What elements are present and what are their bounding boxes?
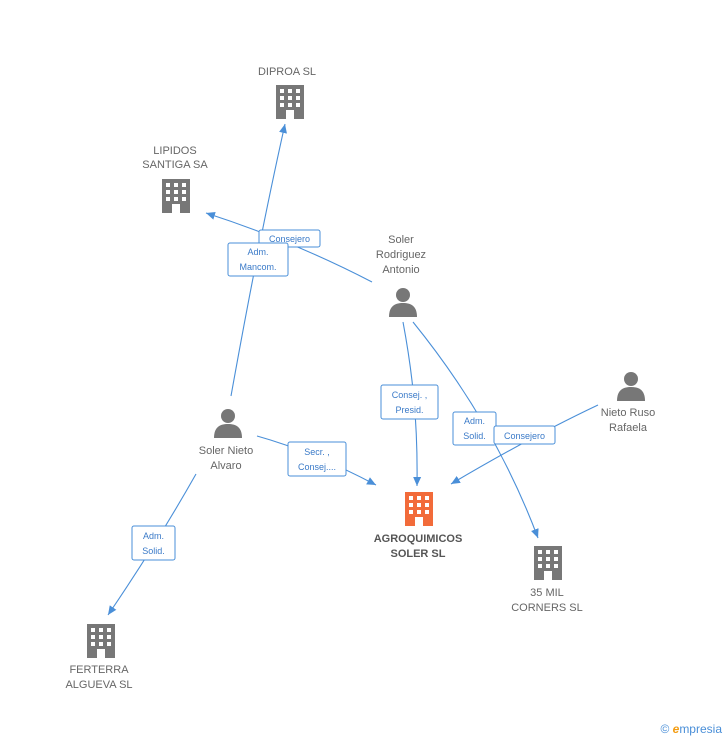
edge-label-text: Adm.: [247, 247, 268, 257]
node-diproa[interactable]: DIPROA SL: [258, 66, 316, 119]
brand-logo-e: e: [672, 722, 680, 736]
edge-label-text: Secr. ,: [304, 447, 330, 457]
edge-label-text: Presid.: [395, 405, 423, 415]
node-label: Nieto Ruso: [601, 407, 655, 419]
edge-label-adm-mancom: Adm. Mancom.: [227, 242, 289, 277]
edge-label-consej-presid: Consej. , Presid.: [380, 384, 439, 420]
node-label: Alvaro: [210, 460, 241, 472]
node-label: FERTERRA: [69, 664, 129, 676]
edge-label-text: Adm.: [143, 531, 164, 541]
node-label: AGROQUIMICOS: [374, 533, 463, 545]
edge-label-secr-consej: Secr. , Consej....: [287, 441, 347, 477]
edge-label-text: Solid.: [463, 431, 486, 441]
edge-label-text: Mancom.: [239, 262, 276, 272]
brand-footer: © empresia: [660, 722, 722, 736]
brand-logo-text: mpresia: [679, 722, 722, 736]
edge-label-consejero-nieto: Consejero: [493, 425, 556, 445]
node-nieto-ruso[interactable]: Nieto Ruso Rafaela: [601, 372, 655, 434]
edge-label-text: Consejero: [269, 234, 310, 244]
building-icon: [162, 179, 190, 213]
building-icon: [87, 624, 115, 658]
building-icon: [405, 492, 433, 526]
edge-label-text: Consej. ,: [392, 390, 428, 400]
copyright-symbol: ©: [660, 722, 670, 736]
edge-label-text: Consej....: [298, 462, 336, 472]
node-label: Soler Nieto: [199, 445, 253, 457]
node-label: Soler: [388, 234, 414, 246]
person-icon: [214, 409, 242, 438]
node-agroquimicos[interactable]: AGROQUIMICOS SOLER SL: [374, 492, 463, 560]
building-icon: [276, 85, 304, 119]
node-label: SANTIGA SA: [142, 159, 208, 171]
building-icon: [534, 546, 562, 580]
node-soler-rodriguez[interactable]: Soler Rodriguez Antonio: [376, 234, 426, 317]
node-label: ALGUEVA SL: [65, 679, 132, 691]
node-label: Antonio: [382, 264, 419, 276]
node-label: DIPROA SL: [258, 66, 316, 78]
edge-label-adm-solid-ferterra: Adm. Solid.: [131, 525, 176, 561]
edge-label-text: Adm.: [464, 416, 485, 426]
node-label: Rodriguez: [376, 249, 426, 261]
node-35-mil-corners[interactable]: 35 MIL CORNERS SL: [511, 546, 583, 614]
edge-label-text: Consejero: [504, 431, 545, 441]
edge-label-text: Solid.: [142, 546, 165, 556]
edge-label-adm-solid-corners: Adm. Solid.: [452, 411, 497, 446]
node-ferterra[interactable]: FERTERRA ALGUEVA SL: [65, 624, 133, 691]
node-label: Rafaela: [609, 422, 648, 434]
node-lipidos[interactable]: LIPIDOS SANTIGA SA: [142, 145, 208, 213]
node-label: SOLER SL: [390, 548, 445, 560]
person-icon: [389, 288, 417, 317]
node-soler-nieto[interactable]: Soler Nieto Alvaro: [199, 409, 253, 472]
person-icon: [617, 372, 645, 401]
node-label: CORNERS SL: [511, 602, 583, 614]
node-label: LIPIDOS: [153, 145, 196, 157]
node-label: 35 MIL: [530, 587, 564, 599]
